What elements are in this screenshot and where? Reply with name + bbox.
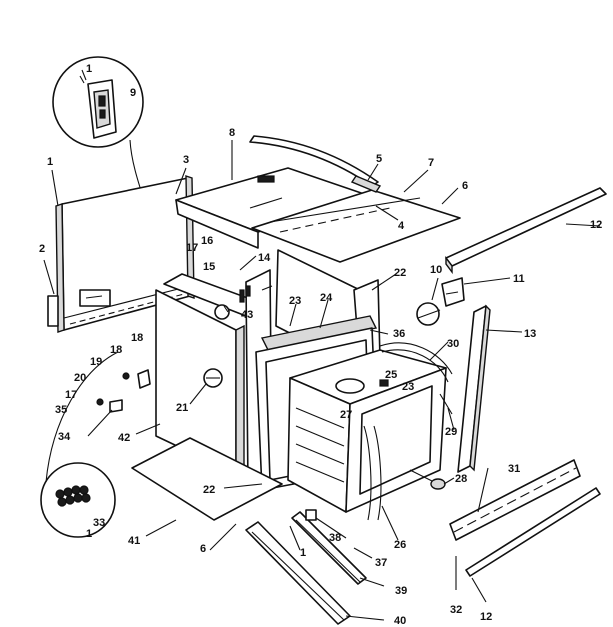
callout-18: 18 (131, 332, 143, 344)
callout-34: 34 (58, 431, 71, 443)
callout-1: 1 (86, 63, 92, 75)
callout-2: 2 (39, 243, 45, 255)
base-plate (131, 437, 283, 521)
callout-7: 7 (428, 157, 434, 169)
callout-25: 25 (385, 369, 397, 381)
callout-42: 42 (118, 432, 130, 444)
callout-37: 37 (375, 557, 387, 569)
callout-11: 11 (513, 273, 525, 285)
callout-40: 40 (394, 615, 406, 627)
callout-22: 22 (394, 267, 406, 279)
small-hardware (96, 369, 151, 413)
callout-9: 9 (130, 87, 136, 99)
detail-circle-hinge (52, 56, 159, 251)
callout-31: 31 (508, 463, 520, 475)
callout-33: 33 (93, 517, 105, 529)
callout-labels: 1 1 1 1 2 3 4 5 6 6 7 8 9 10 11 12 12 13… (39, 63, 602, 627)
lower-right-rail (449, 459, 601, 577)
oven-cavity (287, 349, 447, 513)
callout-16: 16 (201, 235, 213, 247)
callout-24: 24 (320, 292, 333, 304)
callout-15: 15 (203, 261, 215, 273)
callout-28: 28 (455, 473, 467, 485)
callout-6: 6 (200, 543, 206, 555)
callout-12: 12 (590, 219, 602, 231)
right-upright (457, 304, 491, 473)
callout-41: 41 (128, 535, 140, 547)
callout-10: 10 (430, 264, 442, 276)
callout-14: 14 (258, 252, 271, 264)
callout-4: 4 (398, 220, 405, 232)
callout-36: 36 (393, 328, 405, 340)
callout-1: 1 (300, 547, 306, 559)
callout-5: 5 (376, 153, 382, 165)
callout-27: 27 (340, 409, 352, 421)
callout-19: 19 (90, 356, 102, 368)
callout-43: 43 (241, 309, 253, 321)
callout-29: 29 (445, 426, 457, 438)
callout-17: 17 (65, 389, 77, 401)
callout-8: 8 (229, 127, 235, 139)
callout-38: 38 (329, 532, 341, 544)
callout-6: 6 (462, 180, 468, 192)
callout-35: 35 (55, 404, 67, 416)
callout-30: 30 (447, 338, 459, 350)
callout-17: 17 (186, 242, 198, 254)
callout-23: 23 (289, 295, 301, 307)
callout-20: 20 (74, 372, 86, 384)
callout-22: 22 (203, 484, 215, 496)
trim-bar (249, 135, 382, 193)
corner-bracket (416, 277, 465, 326)
top-rail (445, 187, 607, 275)
detail-circle-hardware (40, 351, 119, 538)
wiring-harness (379, 342, 453, 415)
heating-element (363, 425, 446, 521)
callout-32: 32 (450, 604, 462, 616)
top-panel (175, 167, 371, 249)
callout-12: 12 (480, 611, 492, 623)
front-door-panel (155, 273, 265, 476)
callout-1: 1 (47, 156, 53, 168)
callout-1: 1 (86, 528, 92, 540)
callout-21: 21 (176, 402, 188, 414)
callout-39: 39 (395, 585, 407, 597)
callout-3: 3 (183, 154, 189, 166)
leader-lines (43, 140, 601, 621)
top-cover (251, 189, 461, 263)
callout-26: 26 (394, 539, 406, 551)
bottom-rails (245, 509, 367, 625)
callout-23: 23 (402, 381, 414, 393)
callout-18: 18 (110, 344, 122, 356)
callout-13: 13 (524, 328, 536, 340)
